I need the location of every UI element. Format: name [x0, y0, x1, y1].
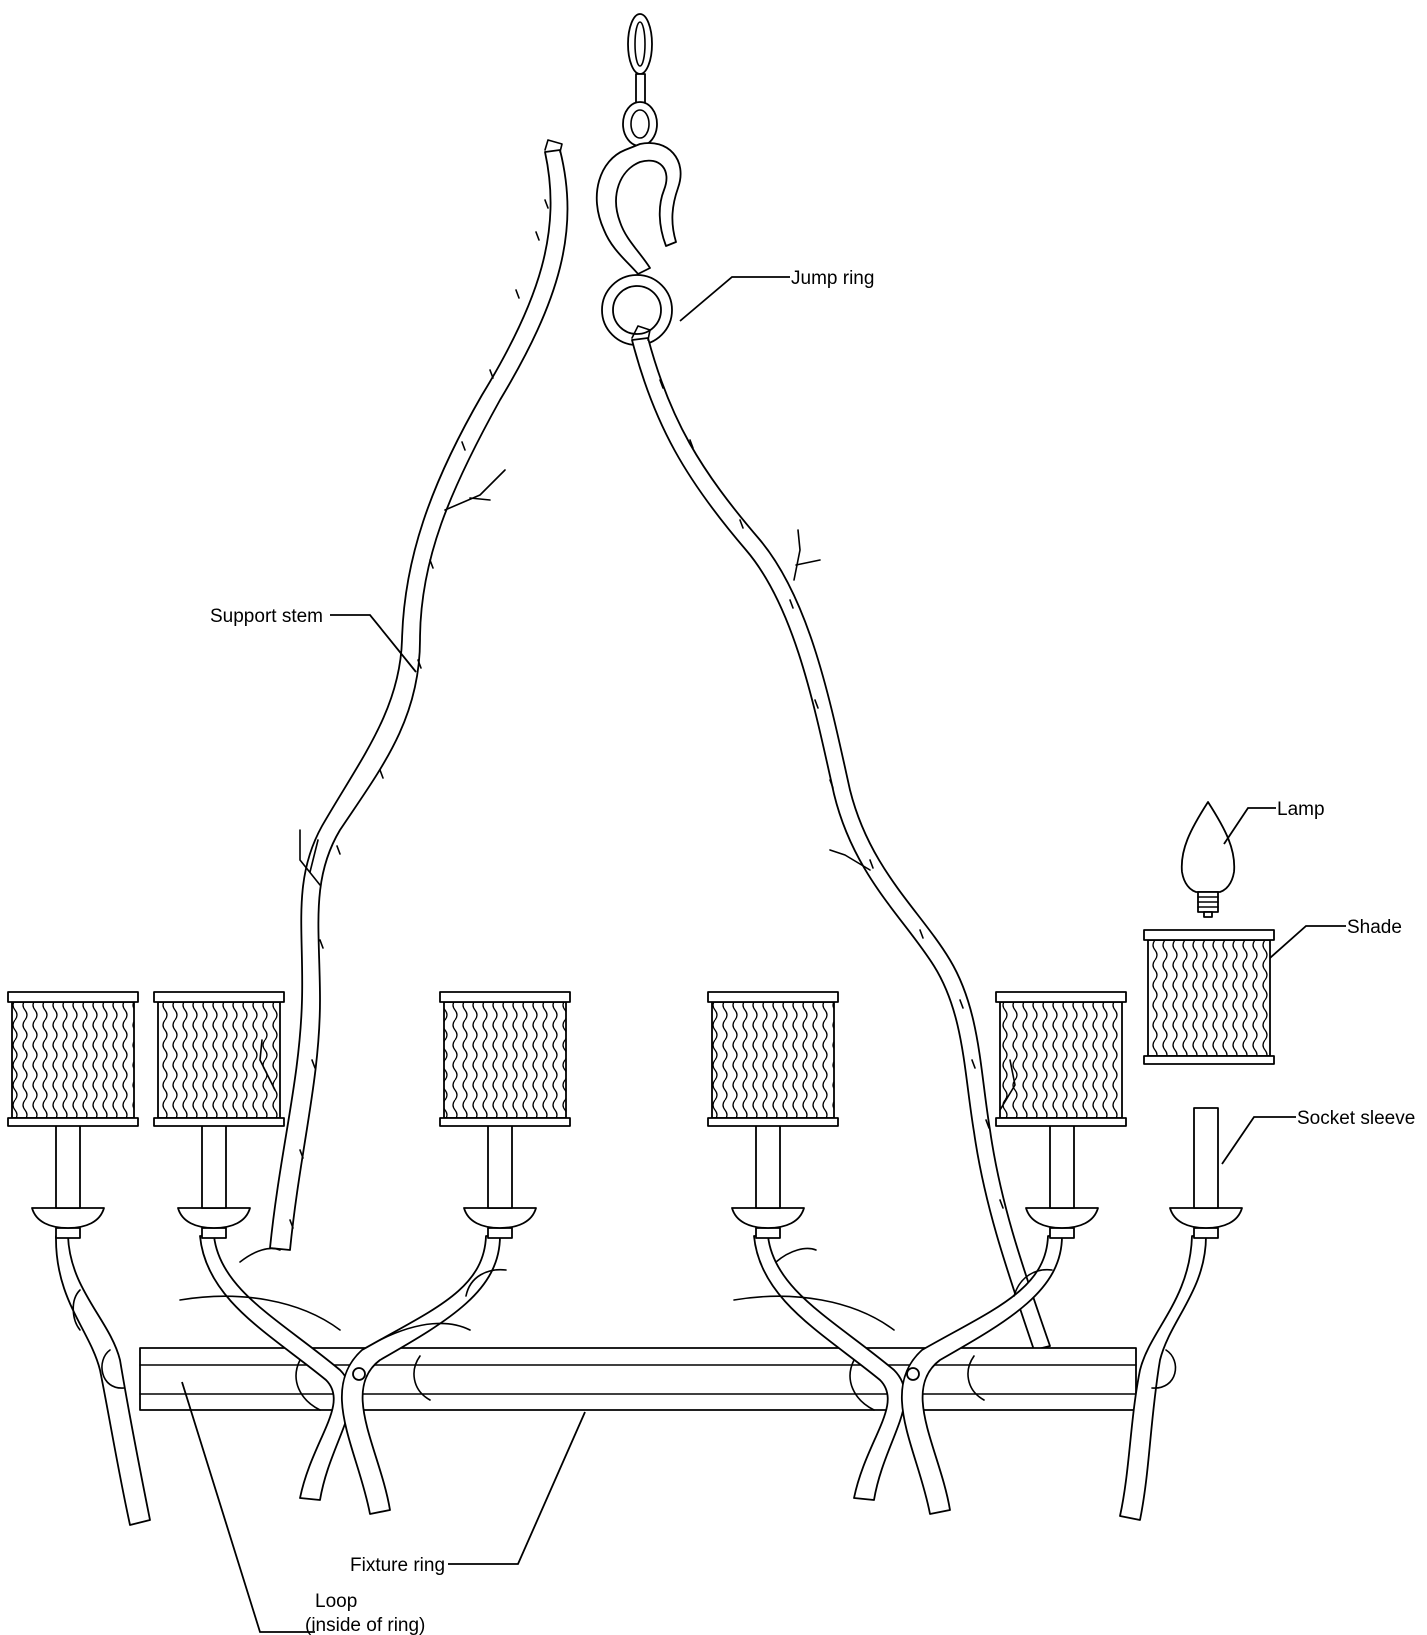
jump-ring	[601, 274, 673, 346]
socket-sleeve	[1169, 1107, 1243, 1239]
label-loop: Loop	[315, 1591, 357, 1612]
hanging-chain	[622, 13, 658, 147]
leader-lines	[181, 276, 1346, 1633]
shades	[7, 929, 1275, 1127]
s-hook	[595, 142, 682, 275]
lamp-bulb	[1180, 801, 1236, 918]
label-jump-ring: Jump ring	[791, 268, 874, 289]
shade-exploded	[1143, 929, 1275, 1065]
socket-cups	[31, 1107, 1243, 1239]
label-fixture-ring: Fixture ring	[350, 1555, 445, 1576]
label-shade: Shade	[1347, 917, 1402, 938]
label-loop-note: (inside of ring)	[305, 1615, 425, 1635]
fixture-ring	[139, 1347, 1137, 1411]
right-support-stem	[631, 325, 1051, 1351]
label-support-stem: Support stem	[210, 606, 323, 627]
socket-arms	[55, 1235, 1207, 1526]
label-socket-sleeve: Socket sleeve	[1297, 1108, 1415, 1129]
label-lamp: Lamp	[1277, 799, 1325, 820]
callout-labels: Jump ring Support stem Lamp Shade Socket…	[210, 268, 1415, 1635]
